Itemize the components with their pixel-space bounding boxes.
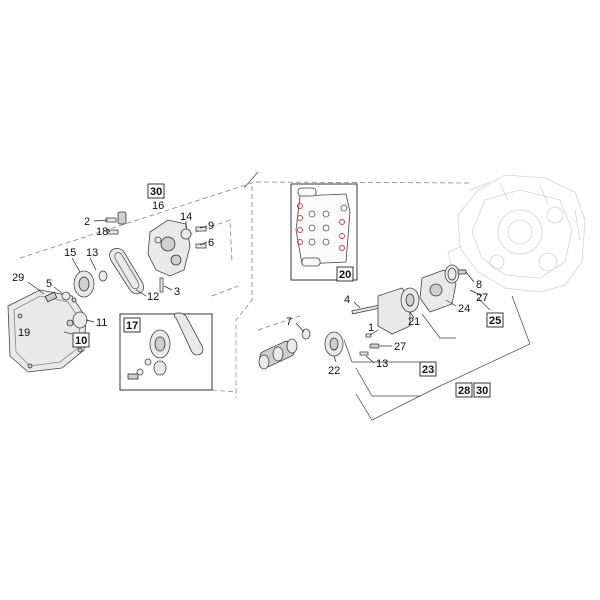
timing-chain-left xyxy=(109,248,144,295)
callout-11: 11 xyxy=(96,317,107,329)
camshaft xyxy=(258,328,311,370)
callout-1: 1 xyxy=(368,322,374,334)
callout-22: 22 xyxy=(328,365,340,377)
callout-6: 6 xyxy=(208,237,214,249)
boxed-callout-10: 10 xyxy=(75,335,87,347)
bearing xyxy=(324,331,344,357)
small-fasteners xyxy=(359,333,380,356)
boxed-callout-28: 28 xyxy=(458,385,470,397)
boxed-callout-20: 20 xyxy=(339,269,351,281)
callout-8: 8 xyxy=(476,279,482,291)
boxed-callout-30-bottom: 30 xyxy=(476,385,488,397)
callout-13-center: 13 xyxy=(376,358,388,370)
callout-15: 15 xyxy=(64,247,76,259)
callout-24: 24 xyxy=(458,303,470,315)
callout-7: 7 xyxy=(286,316,292,328)
callout-18: 18 xyxy=(96,226,108,238)
callout-14: 14 xyxy=(180,211,192,223)
boxed-callout-23: 23 xyxy=(422,364,434,376)
timing-cover xyxy=(7,289,87,373)
callout-9: 9 xyxy=(208,220,214,232)
group-brackets xyxy=(63,171,531,421)
callout-27-right: 27 xyxy=(476,292,488,304)
callout-2: 2 xyxy=(84,216,90,228)
callout-19: 19 xyxy=(18,327,30,339)
callout-12: 12 xyxy=(147,291,159,303)
callout-16: 16 xyxy=(152,200,164,212)
boxed-callout-25: 25 xyxy=(489,315,501,327)
boxed-callouts: 30 10 17 20 25 23 28 30 xyxy=(72,183,504,398)
oil-pump-housing xyxy=(351,287,420,335)
pump-cover-plate xyxy=(419,264,467,313)
callout-29: 29 xyxy=(12,272,24,284)
gasket-kit-frame xyxy=(290,183,358,281)
callout-5: 5 xyxy=(46,278,52,290)
callout-27-center: 27 xyxy=(394,341,406,353)
callout-4: 4 xyxy=(344,294,350,306)
callout-labels: 2 18 16 14 9 6 3 15 13 29 5 12 19 11 7 4… xyxy=(12,200,488,377)
boxed-callout-17: 17 xyxy=(126,320,138,332)
engine-case-ghost xyxy=(447,174,586,293)
callout-3: 3 xyxy=(174,286,180,298)
cam-support-plate xyxy=(105,211,207,293)
callout-21: 21 xyxy=(408,316,420,328)
boxed-callout-30-top: 30 xyxy=(150,186,162,198)
chain-kit-frame xyxy=(119,312,213,391)
left-sprocket-group xyxy=(44,270,108,329)
leader-lines xyxy=(27,219,483,364)
callout-13-left: 13 xyxy=(86,247,98,259)
